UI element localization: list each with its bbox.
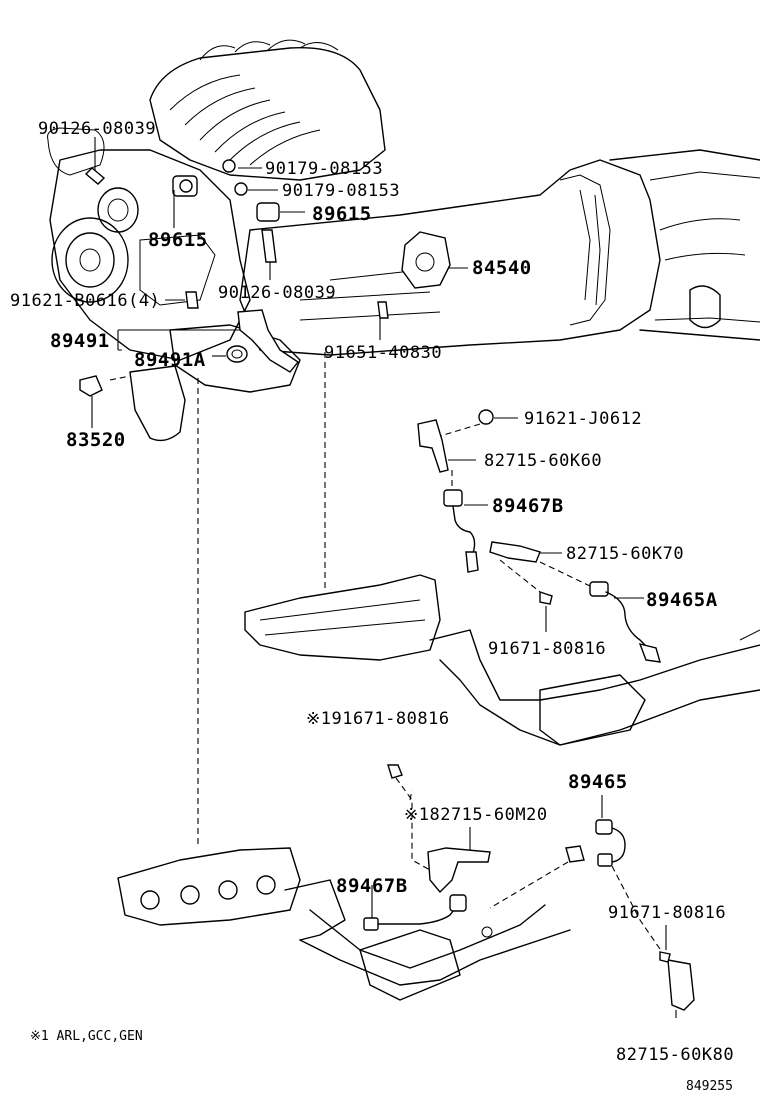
dashed-reference-lines: [109, 352, 663, 953]
callout-89465: 89465: [568, 771, 628, 793]
callout-90179-08153-b: 90179-08153: [282, 181, 400, 201]
footnote: ※1 ARL,GCC,GEN: [30, 1029, 143, 1044]
callout-89465A: 89465A: [646, 589, 718, 611]
callout-89491A: 89491A: [134, 349, 206, 371]
callout-90179-08153-a: 90179-08153: [265, 159, 383, 179]
callout-90126-08039-a: 90126-08039: [38, 119, 156, 139]
engine-assembly: [47, 39, 386, 393]
callout-91671-80816-note: ※191671-80816: [306, 709, 450, 729]
callout-91671-80816-b: 91671-80816: [608, 903, 726, 923]
figure-number: 849255: [686, 1079, 733, 1094]
callout-91671-80816-a: 91671-80816: [488, 639, 606, 659]
callout-89467B-upper: 89467B: [492, 495, 564, 517]
leader-lines: [91, 137, 677, 1018]
callout-83520: 83520: [66, 429, 126, 451]
callout-90126-08039-b: 90126-08039: [218, 283, 336, 303]
callout-84540: 84540: [472, 257, 532, 279]
callout-labels: 90126-08039 90179-08153 90179-08153 8961…: [10, 119, 734, 1065]
callout-82715-60M20-note: ※182715-60M20: [404, 805, 548, 825]
upper-sensor-group: [417, 409, 661, 663]
callout-91621-J0612: 91621-J0612: [524, 409, 642, 429]
callout-91651-40830: 91651-40830: [324, 343, 442, 363]
upper-exhaust: [244, 574, 760, 746]
callout-82715-60K60: 82715-60K60: [484, 451, 602, 471]
callout-89467B-lower: 89467B: [336, 875, 408, 897]
callout-89491: 89491: [50, 330, 110, 352]
callout-89615-a: 89615: [312, 203, 372, 225]
transmission-assembly: [239, 149, 760, 356]
callout-91621-B0616: 91621-B0616(4): [10, 291, 160, 311]
callout-82715-60K80: 82715-60K80: [616, 1045, 734, 1065]
lower-exhaust: [117, 764, 695, 1011]
small-hardware-top: [79, 159, 389, 442]
callout-82715-60K70: 82715-60K70: [566, 544, 684, 564]
callout-89615-b: 89615: [148, 229, 208, 251]
